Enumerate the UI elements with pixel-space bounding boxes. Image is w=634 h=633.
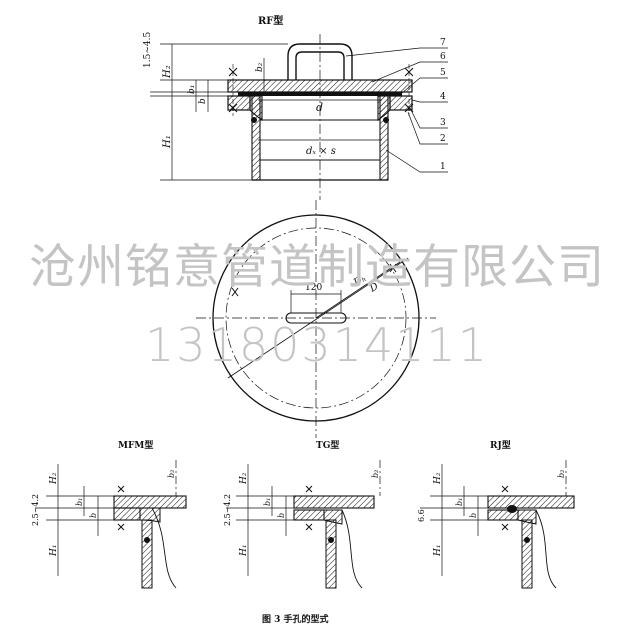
dim-H1: H₁ [162,135,173,149]
rj-b: b [469,513,478,518]
mfm-H2: H₂ [49,472,59,485]
tg-b1: b₁ [263,498,272,506]
mfm-b: b [89,513,98,518]
tg-b: b [277,513,286,518]
dim-d: d [316,101,323,114]
tg-b2: b₂ [371,470,380,478]
neck-pipe-left-wall [251,95,261,181]
dim-b1: b₁ [187,85,197,94]
tg-gap: 2.5~4.2 [223,494,232,526]
neck-pipe-right-wall [379,95,389,181]
leader-4: 4 [440,92,446,102]
tg-H1: H₁ [239,545,249,557]
rj-gap: 6.6 [417,509,426,522]
rj-section: RJ型 6.6 H₂ H₁ b₁ b b₂ [417,439,575,589]
figure-caption: 图 3 手孔的型式 [262,613,329,625]
dim-D: D [367,281,380,295]
handle-slot [285,312,347,324]
bolt-left [228,64,238,116]
leader-2: 2 [440,134,446,144]
rj-b1: b₁ [455,498,464,506]
plan-view: 120 Dₕ D [196,200,436,438]
bolt-right [404,64,414,116]
dim-gap: 1.5~4.5 [143,32,153,68]
rj-H2: H₂ [433,472,443,485]
rf-section: RF型 [143,14,448,200]
leader-5: 5 [440,68,446,78]
mfm-b2: b₂ [167,470,176,478]
mfm-gap: 2.5~4.2 [31,494,40,526]
leader-7: 7 [440,38,446,48]
dim-b2: b₂ [255,62,265,72]
ring-joint [507,505,517,513]
mfm-b1: b₁ [75,498,84,506]
rj-H1: H₁ [433,545,443,557]
rj-title: RJ型 [490,439,511,451]
mfm-section: MFM型 2.5~4.2 H₂ H₁ b₁ b b₂ [31,439,187,589]
flange-left [227,95,251,111]
leader-3: 3 [440,118,446,128]
rf-title: RF型 [258,14,283,27]
dim-b: b [198,98,208,104]
leader-1: 1 [440,162,446,172]
tg-title: TG型 [316,439,339,451]
dim-120: 120 [305,283,322,293]
mfm-title: MFM型 [118,439,153,451]
dim-dw-s: dₓ × s [306,146,336,157]
tg-section: TG型 2.5~4.2 H₂ H₁ b₁ b b₂ [223,439,381,589]
leader-6: 6 [440,52,446,62]
dim-H2: H₂ [162,65,173,79]
tg-H2: H₂ [239,472,249,485]
rj-b2: b₂ [557,470,566,478]
mfm-H1: H₁ [49,545,59,557]
